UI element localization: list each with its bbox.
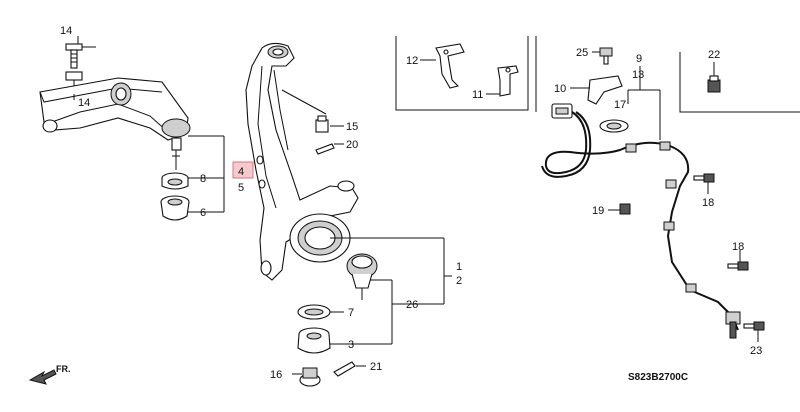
bolt-18-lower[interactable] (727, 261, 749, 271)
callout-26[interactable]: 26 (406, 299, 418, 311)
callout-20[interactable]: 20 (346, 139, 358, 151)
front-direction-arrow: FR. (28, 364, 71, 385)
callout-3[interactable]: 3 (348, 339, 354, 351)
callout-6[interactable]: 6 (200, 207, 206, 219)
callout-13[interactable]: 13 (632, 69, 644, 81)
bolt-25[interactable] (599, 47, 613, 65)
callout-21[interactable]: 21 (370, 361, 382, 373)
callout-8[interactable]: 8 (200, 173, 206, 185)
sensor-head (725, 311, 741, 339)
nut-16[interactable] (299, 367, 321, 387)
bolt-top-14[interactable] (65, 43, 96, 69)
callout-22[interactable]: 22 (708, 49, 720, 61)
callout-14-top[interactable]: 14 (60, 25, 72, 37)
upper-arm-pivot-eye (42, 119, 58, 133)
bracket-inset (395, 36, 529, 111)
callout-14-lower[interactable]: 14 (78, 97, 90, 109)
callout-1[interactable]: 1 (456, 261, 462, 273)
bracket-11[interactable] (497, 65, 519, 97)
callout-9[interactable]: 9 (636, 53, 642, 65)
callout-15[interactable]: 15 (346, 121, 358, 133)
dust-boot-8[interactable] (161, 172, 189, 190)
nut-22[interactable] (707, 75, 721, 93)
sensor-cable (544, 111, 739, 331)
callout-7[interactable]: 7 (348, 307, 354, 319)
nut-19[interactable] (619, 203, 631, 215)
cotter-pin-21[interactable] (333, 361, 356, 377)
callout-18-upper[interactable]: 18 (702, 197, 714, 209)
upper-control-arm-group (39, 43, 191, 170)
dust-boot-3[interactable] (297, 327, 331, 354)
upper-arm-bushing (110, 82, 132, 106)
callout-25[interactable]: 25 (576, 47, 588, 59)
wheel-speed-sensor-group (535, 36, 800, 342)
callout-19[interactable]: 19 (592, 205, 604, 217)
lower-group-leaders (292, 279, 393, 375)
sensor-bracket-10[interactable] (587, 75, 623, 105)
dust-boot-6[interactable] (160, 195, 190, 221)
upper-ball-joint (161, 118, 191, 170)
callout-12[interactable]: 12 (406, 55, 418, 67)
callout-11[interactable]: 11 (472, 89, 483, 101)
sensor-connector (551, 103, 573, 119)
callout-23[interactable]: 23 (750, 345, 762, 357)
callout-labels: 14 14 8 6 4 5 12 11 15 20 25 10 9 13 17 … (60, 25, 762, 381)
direction-label: FR. (56, 364, 71, 374)
steering-knuckle[interactable] (245, 42, 359, 281)
snap-ring-7[interactable] (297, 304, 331, 320)
diagram-code: S823B2700C (628, 372, 688, 383)
cotter-pin-20[interactable] (315, 143, 335, 155)
callout-17[interactable]: 17 (614, 99, 626, 111)
knuckle-leaders (281, 89, 445, 305)
bracket-12[interactable] (435, 43, 465, 89)
callout-4[interactable]: 4 (238, 166, 244, 178)
bolt-23[interactable] (743, 321, 765, 331)
lower-ball-joint[interactable] (346, 253, 378, 300)
clip-17[interactable] (599, 119, 629, 133)
castle-nut-15[interactable] (315, 115, 329, 133)
callout-10[interactable]: 10 (554, 83, 566, 95)
callout-18-lower[interactable]: 18 (732, 241, 744, 253)
highlight-box (232, 161, 254, 179)
upper-group-leaders (73, 36, 225, 213)
callout-2[interactable]: 2 (456, 275, 462, 287)
bolt-18-upper[interactable] (693, 173, 715, 183)
callout-5[interactable]: 5 (238, 182, 244, 194)
callout-16[interactable]: 16 (270, 369, 282, 381)
